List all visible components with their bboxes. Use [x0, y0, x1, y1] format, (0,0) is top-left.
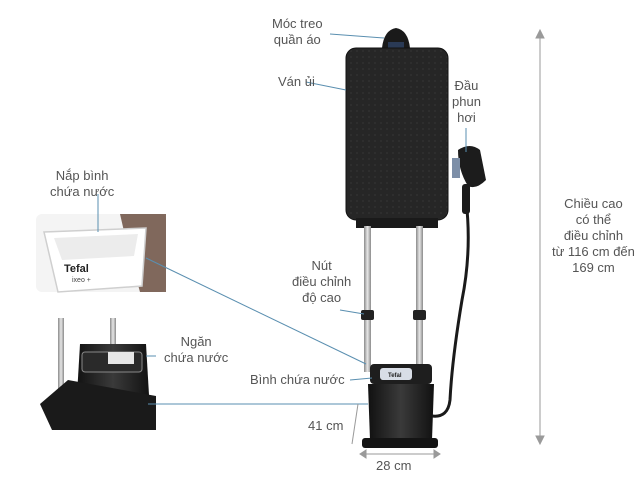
- steam-head: [452, 146, 486, 214]
- leader-lines: [97, 33, 467, 405]
- water-tank-label: Bình chứa nước: [250, 372, 345, 387]
- brand-model-inset: ixeo +: [72, 277, 91, 284]
- ironing-board: [345, 47, 449, 221]
- width-label: 28 cm: [376, 458, 412, 473]
- adjustable-height-label: Chiều cao có thể điều chỉnh từ 116 cm đế…: [552, 196, 635, 275]
- depth-label: 41 cm: [308, 418, 344, 433]
- telescopic-poles: [361, 226, 426, 372]
- water-compartment-inset: [40, 318, 156, 430]
- steam-head-label: Đầu phun hơi: [452, 78, 481, 125]
- dimension-lines: [351, 28, 545, 459]
- steamer-base: Tefal: [362, 364, 438, 448]
- tank-cap-label: Nắp bình chứa nước: [50, 168, 115, 199]
- brand-name-inset: Tefal: [64, 263, 89, 275]
- hanger-label: Móc treo quần áo: [272, 16, 323, 47]
- tank-cap-inset: [36, 214, 166, 293]
- water-compartment-label: Ngăn chứa nước: [164, 334, 229, 365]
- board-label: Ván ủi: [278, 74, 315, 89]
- hanger-hook: [382, 28, 410, 50]
- brand-name-base: Tefal: [388, 373, 402, 379]
- height-button-label: Nút điều chỉnh độ cao: [292, 258, 352, 305]
- steam-hose: [431, 199, 470, 418]
